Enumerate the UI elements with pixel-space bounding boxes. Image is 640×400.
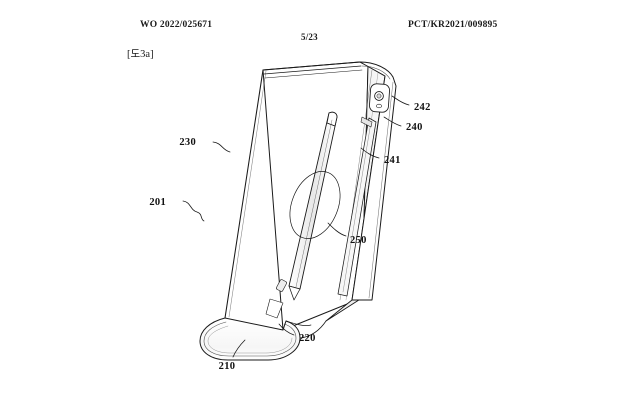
stylus-slot <box>337 116 377 297</box>
side-button <box>265 279 287 319</box>
rolled-bottom-edge <box>199 317 327 361</box>
camera-module <box>369 83 390 113</box>
figure-label: [도3a] <box>127 49 154 60</box>
ref-230: 230 <box>179 137 196 148</box>
stylus-callout-ellipse <box>289 171 341 239</box>
ref-201: 201 <box>149 197 166 208</box>
ref-220: 220 <box>299 333 316 344</box>
leader-lines <box>182 95 410 358</box>
ref-241: 241 <box>384 155 401 166</box>
publication-number: WO 2022/025671 <box>140 20 213 30</box>
application-number: PCT/KR2021/009895 <box>408 20 498 30</box>
stylus-pen <box>288 111 338 301</box>
rear-housing <box>351 61 397 301</box>
ref-240: 240 <box>406 122 423 133</box>
reference-numerals: 230 201 242 240 241 250 220 210 <box>149 102 430 372</box>
ref-242: 242 <box>414 102 431 113</box>
ref-250: 250 <box>350 235 367 246</box>
ref-210: 210 <box>219 361 236 372</box>
page-number: 5/23 <box>301 32 318 42</box>
